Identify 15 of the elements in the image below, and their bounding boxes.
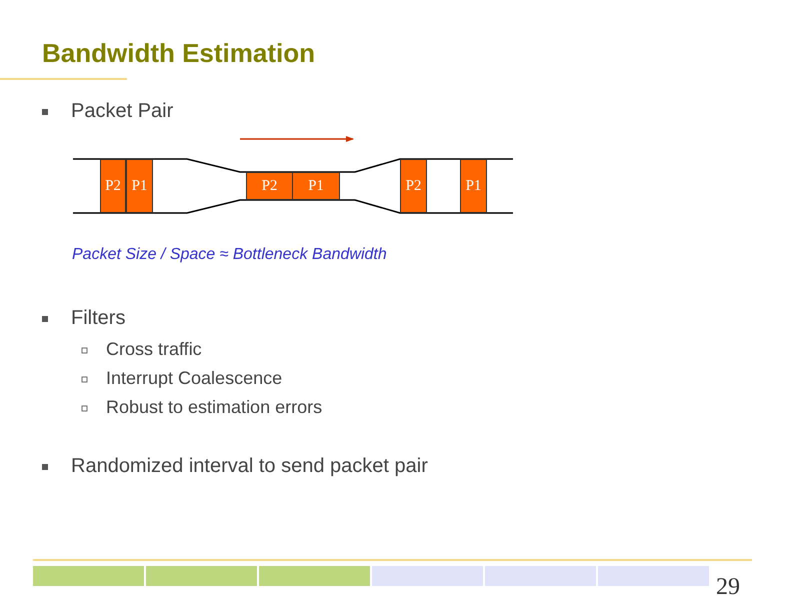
bullet-item: Filters [71,307,126,330]
bullet-item: Randomized interval to send packet pair [71,455,428,478]
packet-box: P1 [126,159,153,213]
packet-box: P2 [100,159,126,213]
packet-box: P1 [292,172,340,200]
sub-bullet-item: Cross traffic [106,339,202,360]
packet-box: P2 [246,172,293,200]
sub-bullet-item: Robust to estimation errors [106,397,322,418]
packet-box: P1 [460,159,487,213]
packet-box: P2 [400,159,427,213]
formula-text: Packet Size / Space ≈ Bottleneck Bandwidth [72,246,387,264]
sub-bullet-item: Interrupt Coalescence [106,368,282,389]
slide-title: Bandwidth Estimation [42,38,315,69]
page-number: 29 [716,574,740,600]
bullet-item: Packet Pair [71,100,174,123]
